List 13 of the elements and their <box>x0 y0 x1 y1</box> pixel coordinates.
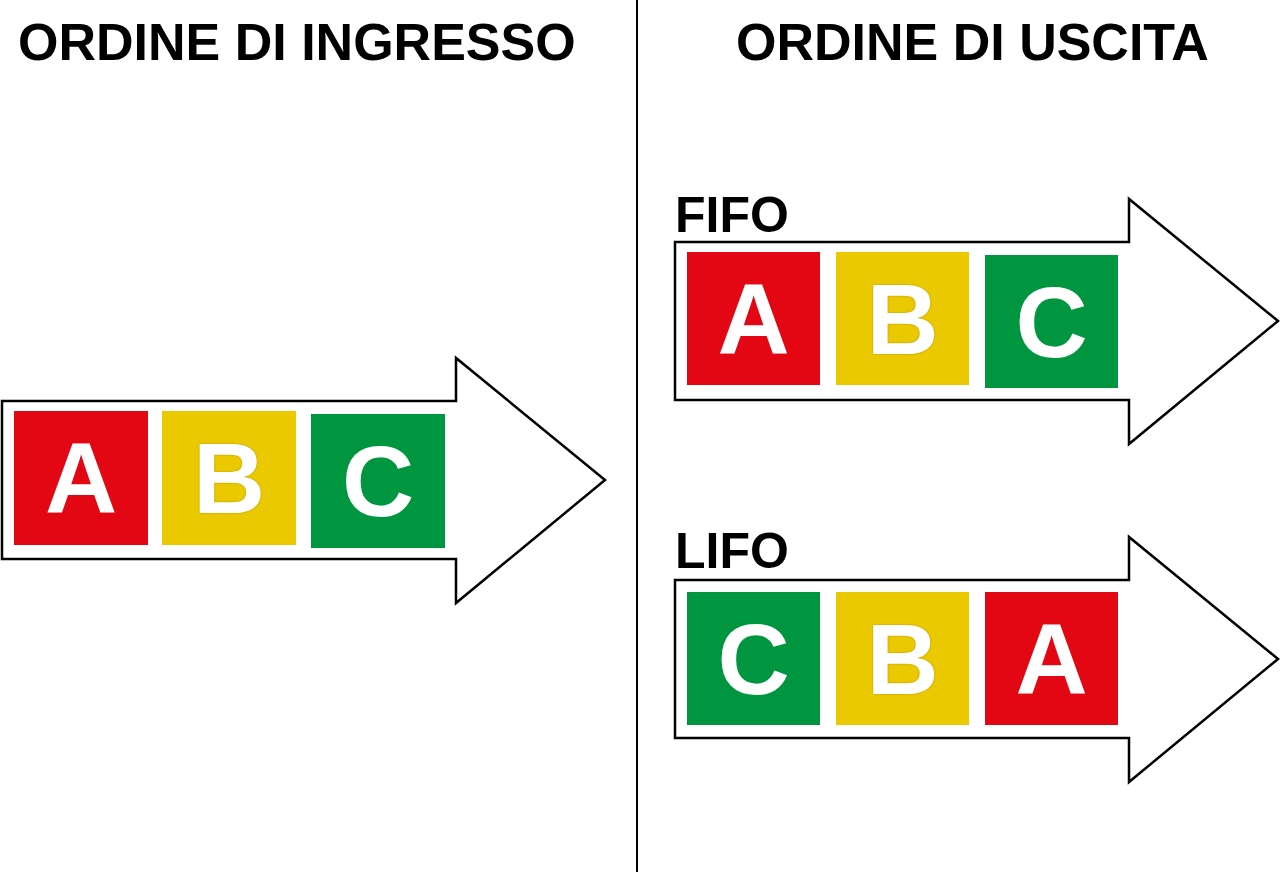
letter-tile: A <box>985 592 1118 725</box>
letter-tile: A <box>687 252 820 385</box>
letter-tile: A <box>14 411 148 545</box>
letter-tile: C <box>985 255 1118 388</box>
arrow-title: LIFO <box>675 526 789 576</box>
letter-tile: B <box>836 252 969 385</box>
letter-tile: B <box>836 592 969 725</box>
letter-tile: C <box>687 592 820 725</box>
letter-tile: B <box>162 411 296 545</box>
arrow-title: FIFO <box>675 190 789 240</box>
column-heading: ORDINE DI USCITA <box>736 16 1209 68</box>
letter-tile: C <box>311 414 445 548</box>
column-heading: ORDINE DI INGRESSO <box>18 16 576 68</box>
